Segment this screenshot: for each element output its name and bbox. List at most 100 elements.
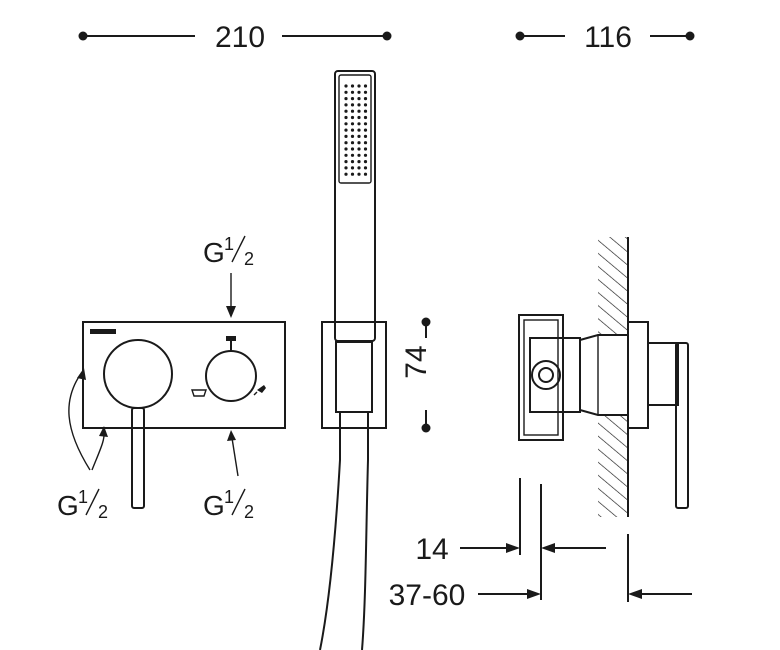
thread-g-letter: G <box>57 490 79 521</box>
thread-fraction-den: 2 <box>244 249 254 269</box>
nozzle-dot <box>357 128 361 132</box>
nozzle-dot <box>363 147 368 151</box>
thread-g-letter: G <box>203 490 225 521</box>
nozzle-dot <box>350 172 355 176</box>
nozzle-dot <box>344 90 348 94</box>
lever-base <box>647 342 679 406</box>
nozzle-dot <box>350 103 355 107</box>
nozzle-dot <box>363 134 368 138</box>
nozzle-dot <box>350 84 355 88</box>
dimension-116: 116 <box>515 21 695 54</box>
diverter-indicator <box>226 336 236 341</box>
nozzle-dot <box>357 141 361 145</box>
nozzle-dot <box>363 97 368 101</box>
nozzle-dot <box>344 153 348 157</box>
thread-fraction-den: 2 <box>244 502 254 522</box>
mixer-plate <box>82 321 286 429</box>
nozzle-dot <box>363 153 368 157</box>
nozzle-dot <box>350 109 355 113</box>
nozzle-dot <box>344 134 348 138</box>
nozzle-dot <box>344 103 348 107</box>
nozzle-dot <box>350 166 355 170</box>
thread-label-inlets: G 1 2 <box>57 368 108 522</box>
nozzle-dot <box>363 128 368 132</box>
thread-label-top: G 1 2 <box>203 234 254 318</box>
nozzle-dot <box>350 115 355 120</box>
nozzle-dot <box>357 122 361 126</box>
valve-housing <box>529 337 581 413</box>
shower-holder-cradle <box>335 341 373 413</box>
hand-shower <box>319 70 387 650</box>
dimension-14: 14 <box>415 478 606 600</box>
thread-fraction-num: 1 <box>224 487 234 507</box>
nozzle-dot <box>350 160 355 164</box>
diverter-knob <box>205 350 257 402</box>
shower-icon <box>253 385 266 396</box>
nozzle-dot <box>344 128 348 132</box>
thread-label-bottom: G 1 2 <box>203 430 254 522</box>
nozzle-dot <box>344 122 348 126</box>
nozzle-dot <box>344 172 348 176</box>
dimension-label-range: 37-60 <box>389 579 466 612</box>
shower-holder-plate <box>321 321 387 429</box>
nozzle-dot <box>350 90 355 94</box>
nozzle-dot <box>357 115 361 120</box>
thread-g-letter: G <box>203 237 225 268</box>
valve-body <box>518 314 564 441</box>
nozzle-dot <box>363 84 368 88</box>
nozzle-dot <box>357 90 361 94</box>
nozzle-dot <box>344 97 348 101</box>
dimension-endpoint <box>421 423 431 433</box>
dimension-label-depth: 116 <box>584 21 632 54</box>
nozzle-dot <box>350 97 355 101</box>
nozzle-dot <box>363 166 368 170</box>
lever-handle <box>131 407 145 509</box>
dimension-label-holder: 74 <box>400 345 433 378</box>
nozzle-dot <box>350 134 355 138</box>
dimension-label-min: 14 <box>415 533 448 566</box>
nozzle-dot <box>357 103 361 107</box>
nozzle-dot <box>363 103 368 107</box>
nozzle-dot <box>357 166 361 170</box>
shower-handle <box>334 70 376 342</box>
nozzle-dot <box>363 115 368 120</box>
nozzle-dot <box>357 84 361 88</box>
mixer-front-view <box>82 321 286 509</box>
nozzle-dot <box>350 141 355 145</box>
nozzle-dot <box>357 153 361 157</box>
nozzle-dot <box>363 172 368 176</box>
nozzle-dot <box>344 109 348 113</box>
nozzle-dot <box>363 160 368 164</box>
dimension-endpoint <box>685 31 695 41</box>
thread-fraction-den: 2 <box>98 502 108 522</box>
nozzle-dot <box>357 172 361 176</box>
dimension-37-60: 37-60 <box>389 534 692 612</box>
bathtub-icon <box>191 389 207 397</box>
lever-knob <box>103 339 173 409</box>
dimension-210: 210 <box>78 21 392 54</box>
nozzle-dot <box>357 109 361 113</box>
mixer-side-view <box>518 237 689 517</box>
cover-plate <box>627 321 649 429</box>
nozzle-dot <box>357 134 361 138</box>
dimension-endpoint <box>382 31 392 41</box>
nozzle-dot <box>344 160 348 164</box>
nozzle-dot <box>363 122 368 126</box>
nozzle-dot <box>363 109 368 113</box>
nozzle-dot <box>344 141 348 145</box>
shower-nozzles <box>344 84 368 176</box>
nozzle-dot <box>344 84 348 88</box>
nozzle-dot <box>344 166 348 170</box>
nozzle-dot <box>350 147 355 151</box>
nozzle-dot <box>344 115 348 120</box>
nozzle-dot <box>357 160 361 164</box>
nozzle-dot <box>363 90 368 94</box>
dimension-74: 74 <box>400 317 433 433</box>
nozzle-dot <box>350 122 355 126</box>
nozzle-dot <box>357 147 361 151</box>
lever-handle-side <box>675 342 689 509</box>
brand-logo <box>90 329 116 334</box>
thread-fraction-num: 1 <box>224 234 234 254</box>
valve-port <box>531 360 561 390</box>
